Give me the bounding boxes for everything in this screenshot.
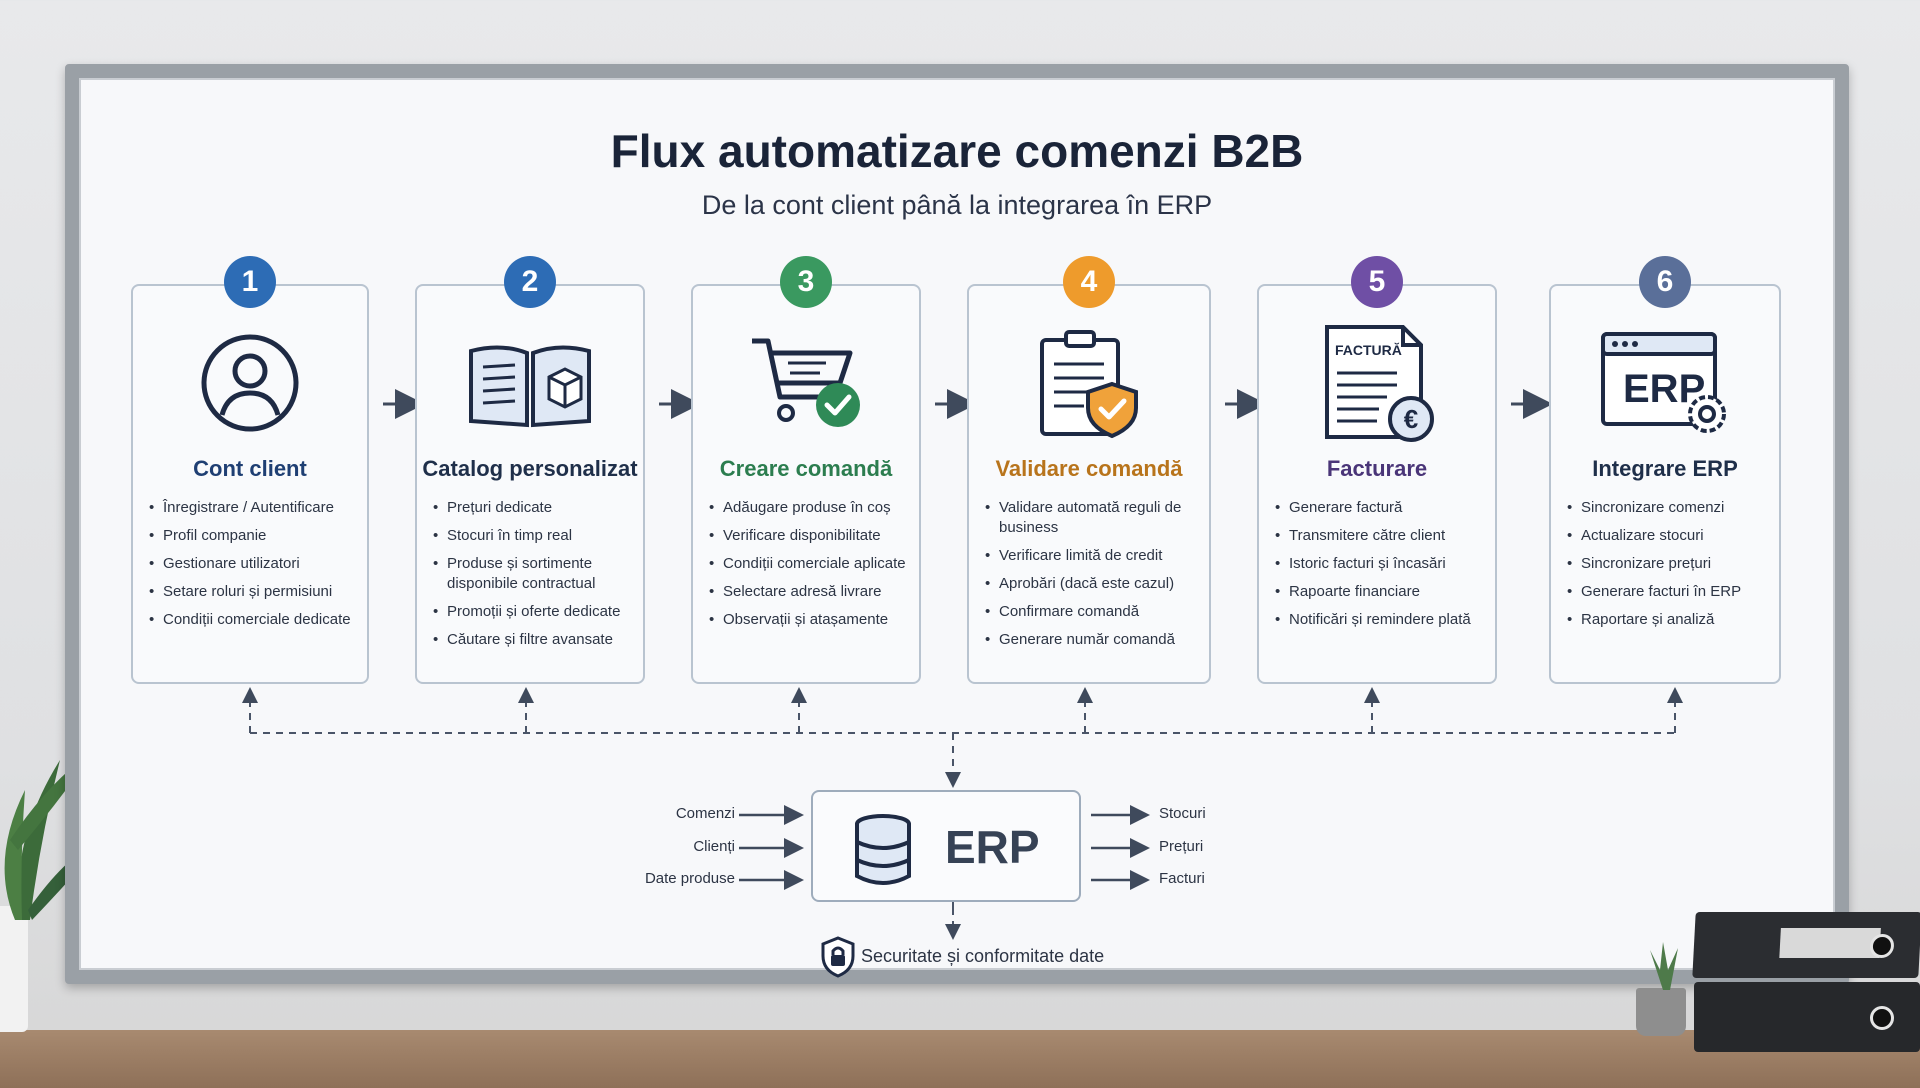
page-subtitle: De la cont client până la integrarea în … (701, 190, 1213, 220)
erp-window-gear-icon: ERP (1601, 332, 1726, 433)
binder (1692, 912, 1920, 978)
list-item: Generare factură (1273, 498, 1487, 518)
step-title: Cont client (193, 456, 307, 481)
list-item: Căutare și filtre avansate (431, 630, 635, 650)
svg-text:€: € (1404, 404, 1418, 434)
list-item: Verificare limită de credit (983, 546, 1201, 566)
binder (1694, 982, 1920, 1052)
list-item: Adăugare produse în coș (707, 498, 911, 518)
security-label: Securitate și conformitate date (861, 946, 1105, 966)
list-item: Confirmare comandă (983, 602, 1201, 622)
step-number-badge: 4 (1063, 256, 1115, 308)
erp-input-label: Date produse (644, 870, 735, 887)
list-item: Generare facturi în ERP (1565, 582, 1771, 602)
list-item: Selectare adresă livrare (707, 582, 911, 602)
list-item: Transmitere către client (1273, 526, 1487, 546)
step-bullet-list: Validare automată reguli de business Ver… (983, 498, 1201, 658)
list-item: Generare număr comandă (983, 630, 1201, 650)
step-number-badge: 3 (780, 256, 832, 308)
erp-output-label: Prețuri (1159, 838, 1204, 855)
list-item: Profil companie (147, 526, 359, 546)
list-item: Gestionare utilizatori (147, 554, 359, 574)
catalog-book-icon (469, 345, 591, 428)
erp-input-label: Comenzi (675, 805, 735, 822)
small-plant-pot (1636, 988, 1686, 1036)
list-item: Notificări și remindere plată (1273, 610, 1487, 630)
page-title: Flux automatizare comenzi B2B (610, 125, 1304, 177)
clipboard-shield-icon (1040, 330, 1138, 439)
database-icon (855, 814, 911, 885)
list-item: Condiții comerciale dedicate (147, 610, 359, 630)
whiteboard: Flux automatizare comenzi B2B De la cont… (65, 64, 1849, 984)
list-item: Înregistrare / Autentificare (147, 498, 359, 518)
step-bullet-list: Adăugare produse în coș Verificare dispo… (707, 498, 911, 638)
list-item: Verificare disponibilitate (707, 526, 911, 546)
list-item: Rapoarte financiare (1273, 582, 1487, 602)
step-bullet-list: Prețuri dedicate Stocuri în timp real Pr… (431, 498, 635, 658)
step-card-validare-comanda: 4 Validare comandă Validare automată reg… (967, 256, 1211, 684)
erp-output-label: Facturi (1159, 870, 1205, 887)
list-item: Stocuri în timp real (431, 526, 635, 546)
step-title: Validare comandă (995, 456, 1183, 481)
list-item: Actualizare stocuri (1565, 526, 1771, 546)
step-number-badge: 6 (1639, 256, 1691, 308)
step-title: Facturare (1326, 456, 1428, 481)
list-item: Produse și sortimente disponibile contra… (431, 554, 635, 594)
list-item: Istoric facturi și încasări (1273, 554, 1487, 574)
list-item: Promoții și oferte dedicate (431, 602, 635, 622)
erp-hub: ERP (811, 790, 1081, 902)
step-title: Catalog personalizat (422, 456, 638, 481)
erp-label: ERP (945, 821, 1040, 873)
step-bullet-list: Sincronizare comenzi Actualizare stocuri… (1565, 498, 1771, 638)
list-item: Raportare și analiză (1565, 610, 1771, 630)
step-card-catalog-personalizat: 2 Catalog personalizat Prețuri dedicate … (415, 256, 645, 684)
small-plant (1650, 942, 1678, 990)
step-card-integrare-erp: 6 ERP Integrare ERP Sincronizare comenzi… (1549, 256, 1781, 684)
list-item: Observații și atașamente (707, 610, 911, 630)
list-item: Aprobări (dacă este cazul) (983, 574, 1201, 594)
step-bullet-list: Înregistrare / Autentificare Profil comp… (147, 498, 359, 638)
step-card-cont-client: 1 Cont client Înregistrare / Autentifica… (131, 256, 369, 684)
shopping-cart-icon (752, 338, 860, 427)
invoice-euro-icon: FACTURĂ € (1325, 325, 1434, 442)
step-title: Integrare ERP (1592, 456, 1738, 481)
step-card-facturare: 5 FACTURĂ € Facturare Generare factură (1257, 256, 1497, 684)
erp-output-label: Stocuri (1159, 805, 1206, 822)
erp-input-label: Clienți (693, 838, 735, 855)
security-shield-lock-icon (821, 936, 855, 978)
step-bullet-list: Generare factură Transmitere către clien… (1273, 498, 1487, 638)
list-item: Sincronizare comenzi (1565, 498, 1771, 518)
user-profile-icon (201, 334, 299, 432)
plant-pot (0, 906, 28, 1032)
list-item: Validare automată reguli de business (983, 498, 1201, 538)
floor (0, 1030, 1920, 1088)
step-number-badge: 2 (504, 256, 556, 308)
list-item: Prețuri dedicate (431, 498, 635, 518)
list-item: Sincronizare prețuri (1565, 554, 1771, 574)
invoice-label: FACTURĂ (1335, 342, 1402, 358)
step-number-badge: 1 (224, 256, 276, 308)
step-title: Creare comandă (719, 456, 893, 481)
step-number-badge: 5 (1351, 256, 1403, 308)
list-item: Condiții comerciale aplicate (707, 554, 911, 574)
list-item: Setare roluri și permisiuni (147, 582, 359, 602)
step-card-creare-comanda: 3 Creare comandă Adăugare produse în coș… (691, 256, 921, 684)
